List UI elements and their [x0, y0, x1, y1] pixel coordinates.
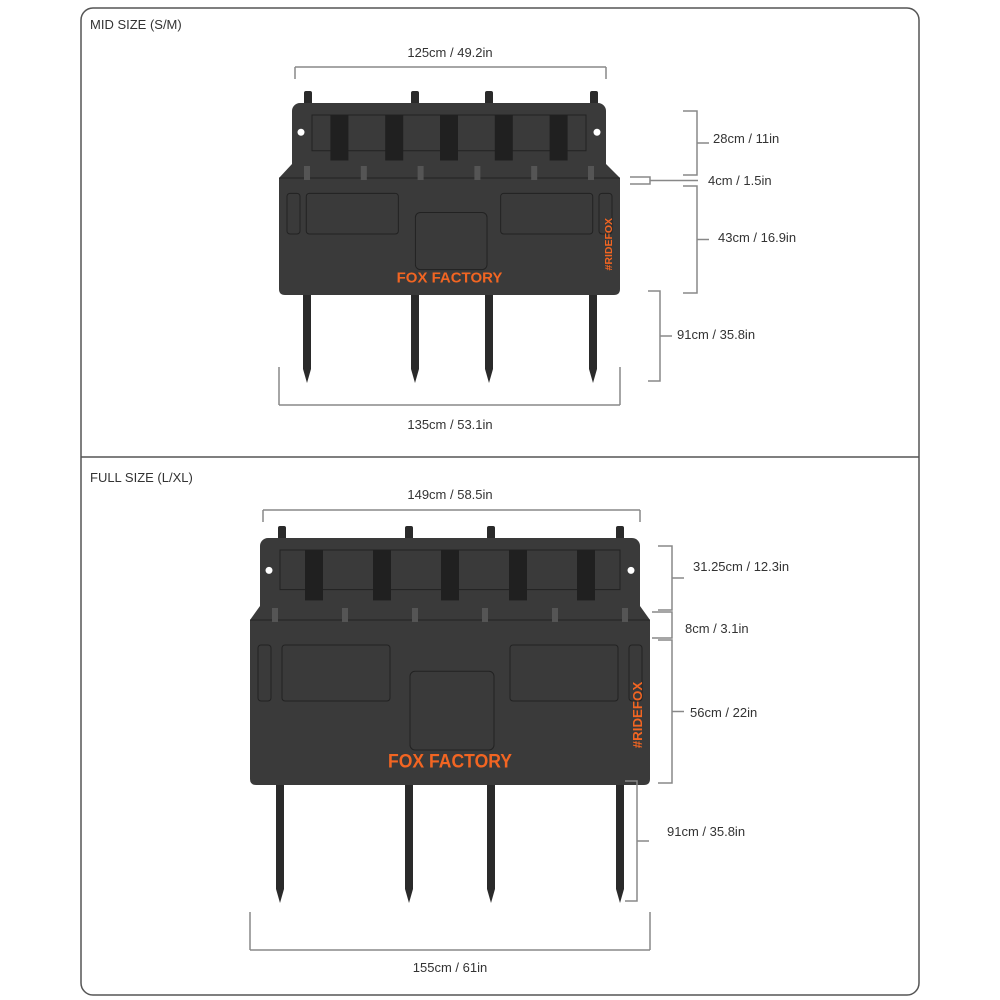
ground-stake	[303, 295, 311, 383]
ground-stake	[616, 785, 624, 903]
full-gap-height-label: 8cm / 3.1in	[685, 621, 749, 636]
upper-height-bracket	[683, 110, 698, 176]
buckle	[360, 166, 367, 180]
side-pocket	[598, 192, 613, 235]
outer-frame	[80, 7, 920, 996]
tie-strap	[549, 115, 568, 161]
left-pocket	[281, 644, 391, 702]
mount-hole	[593, 128, 601, 136]
mount-post	[304, 91, 312, 105]
buckle	[531, 166, 538, 180]
ridefox-hashtag: #RIDEFOX	[603, 218, 615, 271]
full-top-width-label: 149cm / 58.5in	[407, 487, 492, 502]
mount-post	[487, 526, 495, 540]
side-pocket	[257, 644, 272, 702]
buckle	[342, 608, 348, 622]
fox-factory-logo: FOX FACTORY	[397, 269, 503, 286]
mount-post	[278, 526, 286, 540]
section-title-mid: MID SIZE (S/M)	[90, 17, 182, 32]
tie-strap	[373, 550, 391, 601]
pad-body	[279, 164, 620, 295]
pad-body	[250, 606, 650, 785]
buckle	[412, 608, 418, 622]
full-body-height-label: 56cm / 22in	[690, 705, 757, 720]
buckle	[417, 166, 424, 180]
tie-strap	[509, 550, 527, 601]
side-pocket	[286, 192, 301, 235]
buckle	[474, 166, 481, 180]
body-height-bracket	[683, 185, 698, 294]
full-leg-length-label: 91cm / 35.8in	[667, 824, 745, 839]
mount-post	[616, 526, 624, 540]
mid-gap-height-label: 4cm / 1.5in	[708, 173, 772, 188]
body-height-bracket	[658, 639, 673, 784]
tie-strap	[577, 550, 595, 601]
ground-stake	[411, 295, 419, 383]
mount-post	[590, 91, 598, 105]
gap-height-bracket	[630, 176, 651, 185]
mid-bottom-width-label: 135cm / 53.1in	[407, 417, 492, 432]
ground-stake	[589, 295, 597, 383]
right-pocket	[500, 192, 594, 235]
ground-stake	[276, 785, 284, 903]
upper-height-bracket	[658, 545, 673, 611]
tie-strap	[305, 550, 323, 601]
ground-stake	[487, 785, 495, 903]
mount-post	[411, 91, 419, 105]
ground-stake	[405, 785, 413, 903]
buckle	[622, 608, 628, 622]
ridefox-hashtag: #RIDEFOX	[630, 682, 645, 749]
leg-length-bracket	[625, 780, 638, 902]
side-pocket	[628, 644, 643, 702]
full-bottom-width-label: 155cm / 61in	[413, 960, 487, 975]
left-pocket	[305, 192, 399, 235]
buckle	[304, 166, 310, 180]
tie-strap	[330, 115, 349, 161]
gap-height-bracket	[652, 611, 673, 639]
buckle	[482, 608, 488, 622]
tie-strap	[494, 115, 513, 161]
tie-strap	[441, 550, 459, 601]
full-size-pad-illustration: FOX FACTORY #RIDEFOX	[249, 509, 684, 951]
mid-top-width-label: 125cm / 49.2in	[407, 45, 492, 60]
full-upper-height-label: 31.25cm / 12.3in	[693, 559, 789, 574]
buckle	[552, 608, 558, 622]
fox-factory-logo: FOX FACTORY	[388, 752, 512, 773]
ground-stake	[485, 295, 493, 383]
mount-hole	[627, 566, 635, 574]
mount-hole	[297, 128, 305, 136]
mid-leg-length-label: 91cm / 35.8in	[677, 327, 755, 342]
tie-strap	[440, 115, 458, 161]
buckle	[588, 166, 594, 180]
leg-length-bracket	[648, 290, 661, 382]
mount-post	[485, 91, 493, 105]
buckle	[272, 608, 278, 622]
center-pocket	[414, 211, 488, 271]
section-title-full: FULL SIZE (L/XL)	[90, 470, 193, 485]
mid-size-pad-illustration: FOX FACTORY #RIDEFOX	[278, 66, 709, 406]
mount-post	[405, 526, 413, 540]
right-pocket	[509, 644, 619, 702]
mid-body-height-label: 43cm / 16.9in	[718, 230, 796, 245]
mount-hole	[265, 566, 273, 574]
center-pocket	[409, 670, 495, 751]
mid-upper-height-label: 28cm / 11in	[713, 131, 779, 146]
tie-strap	[385, 115, 404, 161]
